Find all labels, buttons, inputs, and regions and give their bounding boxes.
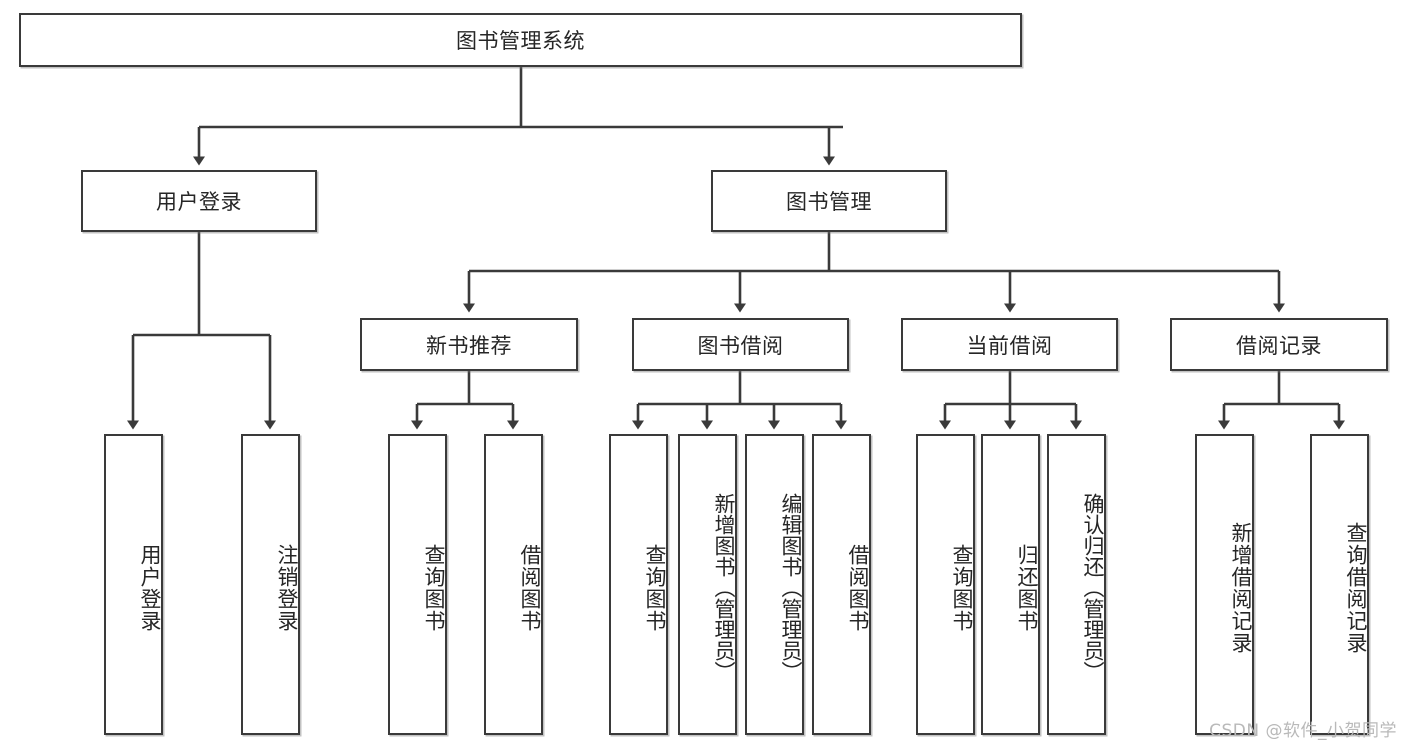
node-book-manage[interactable]: 图书管理 xyxy=(711,170,947,232)
leaf-book-borrow-2[interactable]: 新增图书（管理员） xyxy=(678,434,737,735)
leaf-label: 新增图书（管理员） xyxy=(712,493,736,682)
leaf-borrow-record-2[interactable]: 查询借阅记录 xyxy=(1310,434,1369,735)
node-new-book-recommend-label: 新书推荐 xyxy=(426,333,512,358)
leaf-label: 借阅图书 xyxy=(846,543,870,632)
node-new-book-recommend[interactable]: 新书推荐 xyxy=(360,318,578,371)
leaf-book-borrow-1[interactable]: 查询图书 xyxy=(609,434,668,735)
node-book-borrow-label: 图书借阅 xyxy=(697,333,784,358)
node-book-manage-label: 图书管理 xyxy=(786,190,872,214)
leaf-current-borrow-1[interactable]: 查询图书 xyxy=(916,434,975,735)
node-current-borrow[interactable]: 当前借阅 xyxy=(901,318,1118,371)
leaf-label: 查询图书 xyxy=(422,543,446,632)
leaf-label: 编辑图书（管理员） xyxy=(779,493,803,682)
leaf-label: 查询图书 xyxy=(950,543,974,632)
leaf-label: 用户登录 xyxy=(138,543,162,632)
leaf-book-borrow-4[interactable]: 借阅图书 xyxy=(812,434,871,735)
leaf-current-borrow-3[interactable]: 确认归还（管理员） xyxy=(1047,434,1106,735)
leaf-label: 查询借阅记录 xyxy=(1344,521,1368,654)
node-user-login[interactable]: 用户登录 xyxy=(81,170,317,232)
leaf-new-book-2[interactable]: 借阅图书 xyxy=(484,434,543,735)
leaf-label: 借阅图书 xyxy=(518,543,542,632)
leaf-borrow-record-1[interactable]: 新增借阅记录 xyxy=(1195,434,1254,735)
node-book-borrow[interactable]: 图书借阅 xyxy=(632,318,849,371)
node-user-login-label: 用户登录 xyxy=(156,190,242,214)
leaf-label: 查询图书 xyxy=(643,543,667,632)
leaf-book-borrow-3[interactable]: 编辑图书（管理员） xyxy=(745,434,804,735)
node-borrow-record[interactable]: 借阅记录 xyxy=(1170,318,1388,371)
node-root-label: 图书管理系统 xyxy=(456,29,585,53)
leaf-label: 归还图书 xyxy=(1015,543,1039,632)
leaf-user-login-2[interactable]: 注销登录 xyxy=(241,434,300,735)
node-current-borrow-label: 当前借阅 xyxy=(966,333,1053,358)
leaf-label: 注销登录 xyxy=(275,543,299,632)
node-root[interactable]: 图书管理系统 xyxy=(19,13,1022,67)
leaf-label: 新增借阅记录 xyxy=(1229,521,1253,654)
node-borrow-record-label: 借阅记录 xyxy=(1236,333,1322,358)
leaf-current-borrow-2[interactable]: 归还图书 xyxy=(981,434,1040,735)
leaf-label: 确认归还（管理员） xyxy=(1081,493,1105,682)
leaf-user-login-1[interactable]: 用户登录 xyxy=(104,434,163,735)
leaf-new-book-1[interactable]: 查询图书 xyxy=(388,434,447,735)
